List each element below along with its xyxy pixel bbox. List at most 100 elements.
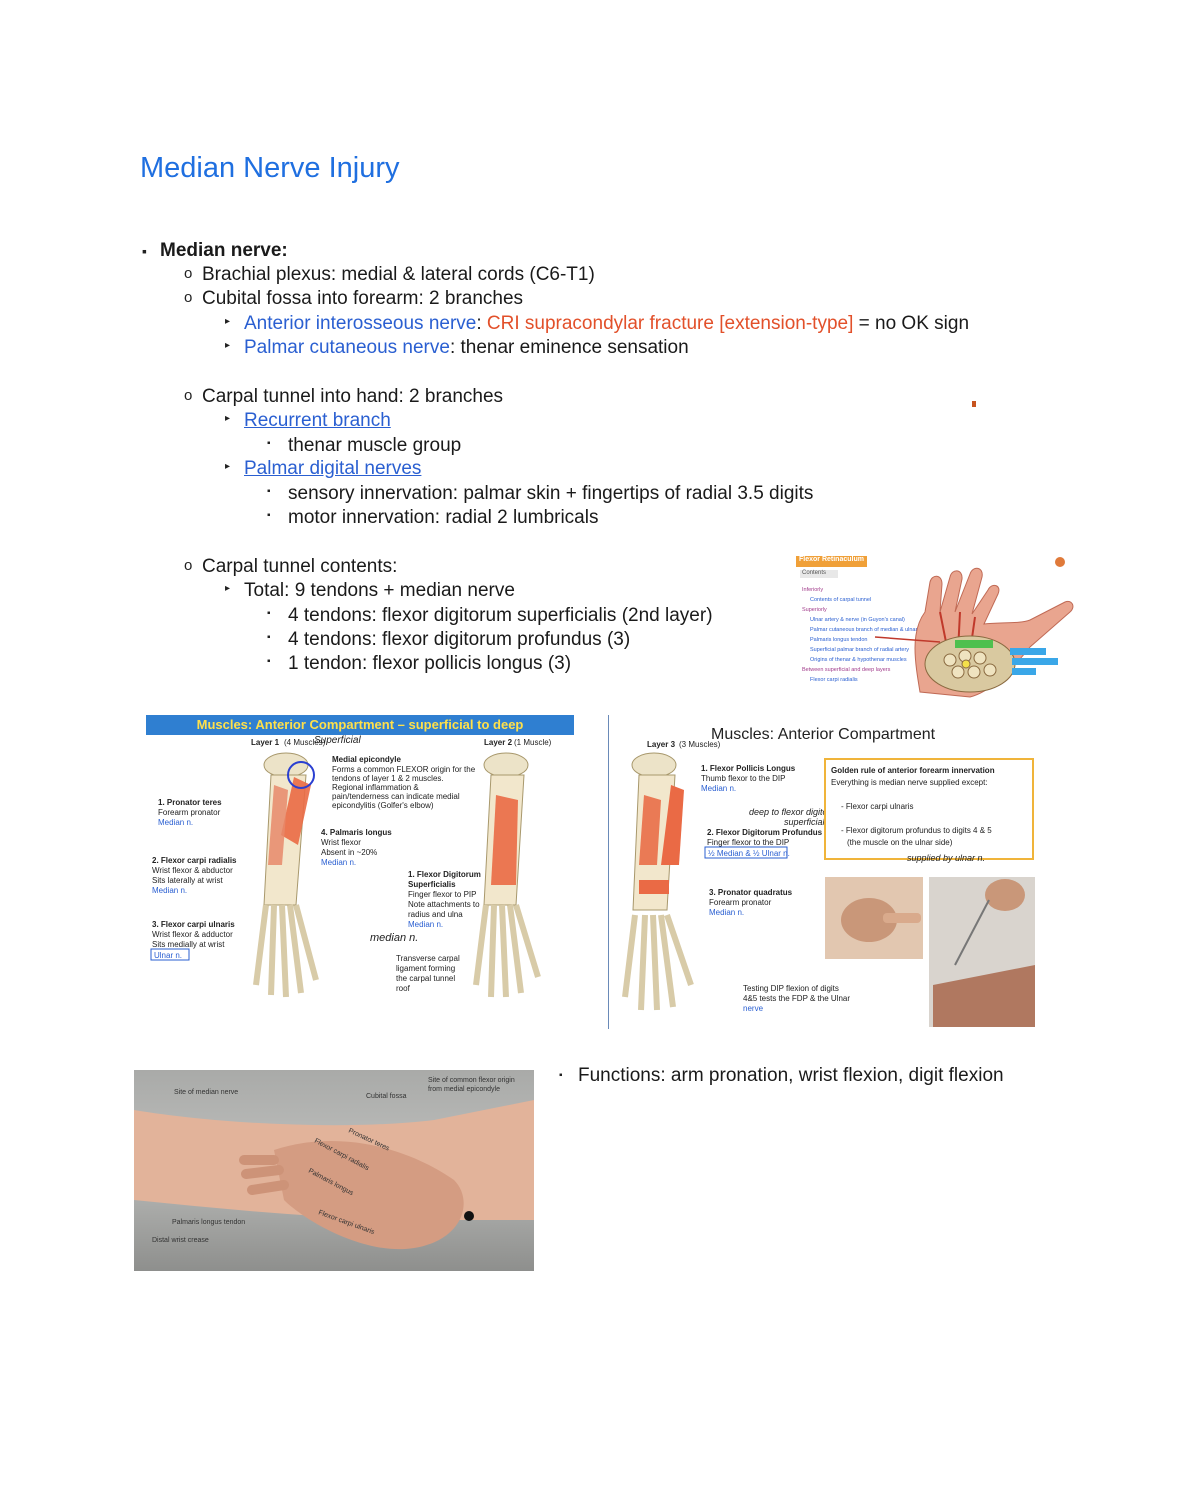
layer3-illustration: Muscles: Anterior Compartment Layer 3 (3… bbox=[622, 726, 1035, 1027]
pq-text: Forearm pronator bbox=[709, 898, 772, 907]
photo-thumb-hand bbox=[825, 877, 923, 959]
retinaculum-item: Superficial palmar branch of radial arte… bbox=[810, 647, 910, 653]
forearm-illustration: Site of median nerve Cubital fossa Site … bbox=[134, 1077, 534, 1250]
brachial-plexus-line: Brachial plexus: medial & lateral cords … bbox=[202, 264, 595, 285]
common-flexor-label: from medial epicondyle bbox=[428, 1086, 500, 1093]
bullet-marker: ▪ bbox=[267, 632, 271, 643]
golden-handwritten-note: supplied by ulnar n. bbox=[907, 853, 985, 863]
cubital-fossa-label: Cubital fossa bbox=[366, 1093, 407, 1100]
page-title: Median Nerve Injury bbox=[140, 152, 400, 184]
golden-rule-title: Golden rule of anterior forearm innervat… bbox=[831, 766, 995, 775]
pronator-teres-label: 1. Pronator teres bbox=[158, 798, 222, 807]
fcr-text: Sits laterally at wrist bbox=[152, 876, 223, 885]
bullet-marker: ▸ bbox=[225, 583, 231, 594]
tcl-text: Transverse carpal bbox=[396, 954, 460, 963]
tcl-text: roof bbox=[396, 984, 411, 993]
contents-line: Carpal tunnel contents: bbox=[202, 556, 398, 577]
hand-cross-section-illustration bbox=[874, 557, 1074, 698]
bullet-marker: ▸ bbox=[225, 461, 231, 472]
fpl-nerve: Median n. bbox=[701, 784, 736, 793]
palmaris-longus-label: 4. Palmaris longus bbox=[321, 828, 392, 837]
pq-nerve: Median n. bbox=[709, 908, 744, 917]
functions-line: Functions: arm pronation, wrist flexion,… bbox=[578, 1065, 1004, 1086]
golden-rule-item: (the muscle on the ulnar side) bbox=[847, 838, 953, 847]
retinaculum-tab: Contents bbox=[800, 570, 838, 578]
layer3-sub: (3 Muscles) bbox=[679, 740, 721, 749]
retinaculum-item: Contents of carpal tunnel bbox=[810, 597, 872, 603]
fds-text: Note attachments to bbox=[408, 900, 480, 909]
fcu-text: Sits medially at wrist bbox=[152, 940, 225, 949]
fds-label: 1. Flexor Digitorum bbox=[408, 870, 481, 879]
bullet-marker: o bbox=[184, 265, 193, 282]
bullet-marker: ▸ bbox=[225, 413, 231, 424]
wrist-crease-label: Distal wrist crease bbox=[152, 1237, 209, 1244]
fdp-text: Finger flexor to the DIP bbox=[707, 838, 789, 847]
layer2-sub: (1 Muscle) bbox=[514, 738, 552, 747]
layer1-arm bbox=[253, 752, 319, 998]
fds-nerve: Median n. bbox=[408, 920, 443, 929]
layer12-title: Muscles: Anterior Compartment – superfic… bbox=[146, 715, 574, 735]
bullet-marker: ▪ bbox=[267, 510, 271, 521]
medial-epicondyle-label: Medial epicondyle bbox=[332, 755, 401, 764]
golden-rule-item: - Flexor digitorum profundus to digits 4… bbox=[841, 826, 992, 835]
bullet-marker: ▪ bbox=[267, 608, 271, 619]
retinaculum-item: Superiorly bbox=[802, 607, 827, 613]
pq-label: 3. Pronator quadratus bbox=[709, 888, 793, 897]
thenar-group-line: thenar muscle group bbox=[288, 435, 462, 456]
palmar-cutaneous-label: Palmar cutaneous nerve bbox=[244, 337, 450, 358]
fpl-line: 1 tendon: flexor pollicis longus (3) bbox=[288, 653, 572, 674]
fds-label-2: Superficialis bbox=[408, 880, 456, 889]
retinaculum-header: Flexor Retinaculum bbox=[796, 556, 867, 567]
layer2-arm bbox=[473, 752, 541, 998]
medial-epicondyle-text: Forms a common FLEXOR origin for the bbox=[332, 765, 476, 774]
bullet-marker: ▸ bbox=[225, 340, 231, 351]
bullet-marker: o bbox=[184, 289, 193, 306]
cubital-fossa-line: Cubital fossa into forearm: 2 branches bbox=[202, 288, 524, 309]
layer1-sub: (4 Muscles) bbox=[284, 738, 326, 747]
medial-epicondyle-text: Regional inflammation & bbox=[332, 783, 419, 792]
bullet-marker: ▸ bbox=[225, 316, 231, 327]
layer3-arm bbox=[622, 752, 694, 1011]
palmar-digital-link[interactable]: Palmar digital nerves bbox=[244, 458, 422, 479]
sensory-line: sensory innervation: palmar skin + finge… bbox=[288, 483, 814, 504]
carpal-tunnel-hand-line: Carpal tunnel into hand: 2 branches bbox=[202, 386, 504, 407]
fpl-text: Thumb flexor to the DIP bbox=[701, 774, 785, 783]
fcu-label: 3. Flexor carpi ulnaris bbox=[152, 920, 235, 929]
palmaris-longus-text: Absent in ~20% bbox=[321, 848, 377, 857]
retinaculum-item: Origins of thenar & hypothenar muscles bbox=[810, 657, 907, 663]
retinaculum-list: Inferiorly Contents of carpal tunnel Sup… bbox=[802, 585, 935, 685]
photo-reflex-test bbox=[929, 877, 1035, 1027]
pl-tendon-label: Palmaris longus tendon bbox=[172, 1219, 245, 1226]
bullet-marker: ▪ bbox=[142, 243, 147, 259]
ain-rest: = no OK sign bbox=[853, 313, 970, 334]
layer12-slide: Muscles: Anterior Compartment – superfic… bbox=[146, 715, 574, 1035]
palmaris-longus-text: Wrist flexor bbox=[321, 838, 361, 847]
medial-epicondyle-text: pain/tenderness can indicate medial bbox=[332, 792, 460, 801]
ain-line: Anterior interosseous nerve: CRI supraco… bbox=[244, 313, 969, 335]
bullet-marker: ▪ bbox=[267, 486, 271, 497]
fcr-nerve: Median n. bbox=[152, 886, 187, 895]
golden-rule-item: - Flexor carpi ulnaris bbox=[841, 802, 913, 811]
tcl-text: the carpal tunnel bbox=[396, 974, 455, 983]
deep-handwritten-note: deep to flexor digitorum bbox=[749, 807, 844, 817]
palmar-cutaneous-rest: : thenar eminence sensation bbox=[449, 337, 689, 358]
fcu-text: Wrist flexor & adductor bbox=[152, 930, 233, 939]
forearm-surface-anatomy-photo: Site of median nerve Cubital fossa Site … bbox=[134, 1070, 534, 1271]
ain-colon: : bbox=[476, 313, 482, 334]
recurrent-branch-link[interactable]: Recurrent branch bbox=[244, 410, 391, 431]
median-handwritten-note: median n. bbox=[370, 932, 418, 944]
layer2-label: Layer 2 bbox=[484, 738, 513, 747]
fds-text: radius and ulna bbox=[408, 910, 463, 919]
stray-mark bbox=[972, 401, 976, 407]
medial-epicondyle-text: tendons of layer 1 & 2 muscles. bbox=[332, 774, 444, 783]
retinaculum-item: Palmaris longus tendon bbox=[810, 637, 868, 643]
palmaris-longus-nerve: Median n. bbox=[321, 858, 356, 867]
testing-text: Testing DIP flexion of digits bbox=[743, 984, 839, 993]
common-flexor-label: Site of common flexor origin bbox=[428, 1077, 515, 1084]
bullet-marker: ▪ bbox=[267, 438, 271, 449]
ain-label: Anterior interosseous nerve bbox=[244, 313, 477, 334]
fcr-text: Wrist flexor & abductor bbox=[152, 866, 233, 875]
bullet-marker: ▪ bbox=[267, 656, 271, 667]
bullet-marker: o bbox=[184, 557, 193, 574]
pronator-teres-nerve: Median n. bbox=[158, 818, 193, 827]
